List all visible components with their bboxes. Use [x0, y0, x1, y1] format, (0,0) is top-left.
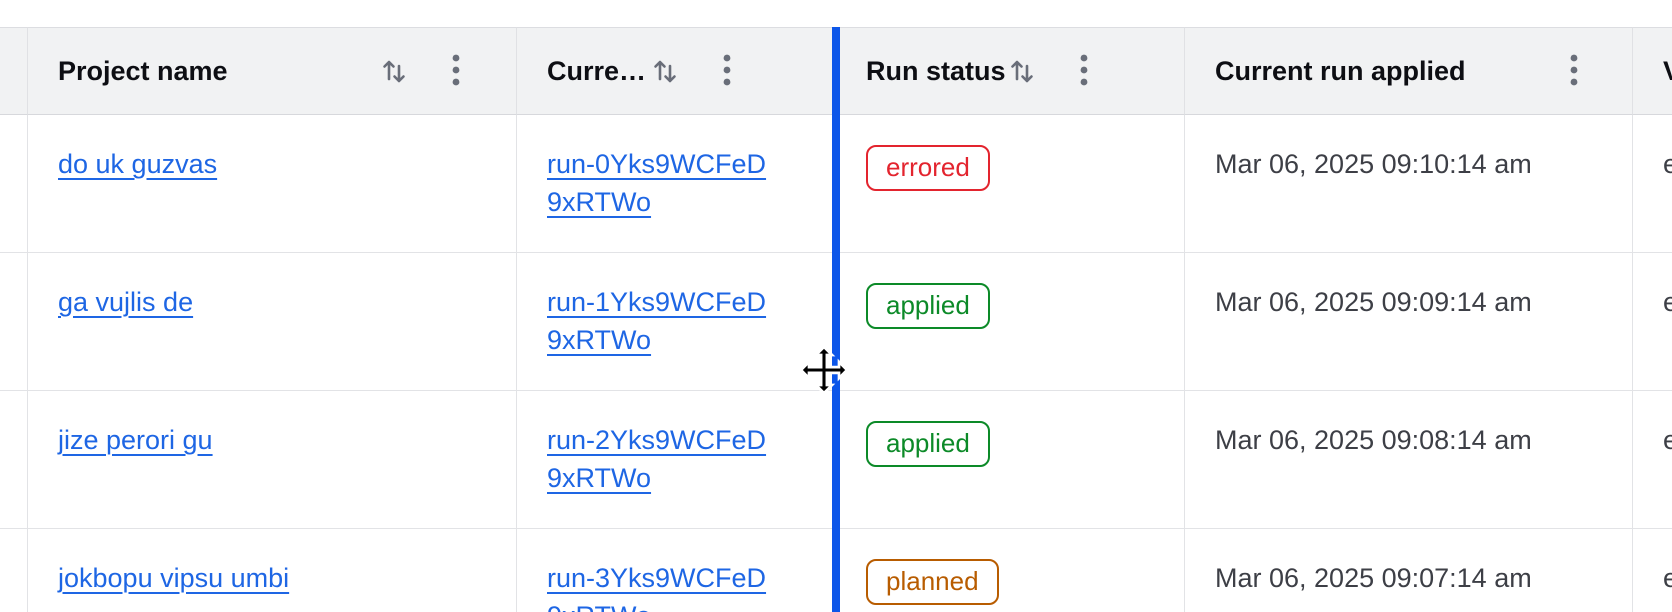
project-link[interactable]: jokbopu vipsu umbi — [58, 563, 290, 593]
current-run-applied-cell: Mar 06, 2025 09:07:14 am — [1185, 529, 1633, 612]
run-status-cell: applied — [836, 253, 1185, 391]
run-status-badge: errored — [866, 145, 990, 191]
column-label: Current run — [547, 55, 649, 86]
table-row: ga vujlis de run-1Yks9WCFeD9xRTWo applie… — [0, 253, 1672, 391]
current-run-cell: run-3Yks9WCFeD9xRTWo — [517, 529, 836, 612]
next-column-partial-text: e — [1663, 563, 1672, 593]
stub-cell — [0, 253, 28, 391]
sort-button[interactable] — [378, 54, 410, 89]
run-status-badge: applied — [866, 421, 990, 467]
applied-timestamp: Mar 06, 2025 09:07:14 am — [1215, 563, 1532, 593]
run-status-badge: applied — [866, 283, 990, 329]
current-run-applied-cell: Mar 06, 2025 09:10:14 am — [1185, 115, 1633, 253]
sort-arrows-icon — [649, 54, 681, 89]
project-name-cell: ga vujlis de — [28, 253, 517, 391]
column-label: V — [1663, 56, 1672, 87]
next-column-cell: e — [1633, 391, 1672, 529]
next-column-cell: e — [1633, 529, 1672, 612]
project-name-cell: jokbopu vipsu umbi — [28, 529, 517, 612]
current-run-applied-cell: Mar 06, 2025 09:08:14 am — [1185, 391, 1633, 529]
stub-cell — [0, 115, 28, 253]
column-header-next-partial: V — [1633, 27, 1672, 115]
column-menu-button[interactable] — [1078, 52, 1090, 91]
current-run-cell: run-0Yks9WCFeD9xRTWo — [517, 115, 836, 253]
applied-timestamp: Mar 06, 2025 09:10:14 am — [1215, 149, 1532, 179]
header-row: Project name — [0, 27, 1672, 115]
next-column-cell: e — [1633, 253, 1672, 391]
sort-button[interactable] — [649, 54, 681, 89]
run-link[interactable]: run-0Yks9WCFeD9xRTWo — [547, 149, 767, 217]
column-header-stub — [0, 27, 28, 115]
next-column-cell: e — [1633, 115, 1672, 253]
next-column-partial-text: e — [1663, 149, 1672, 179]
table-row: jokbopu vipsu umbi run-3Yks9WCFeD9xRTWo … — [0, 529, 1672, 612]
column-header-current-run: Current run — [517, 27, 836, 115]
project-link[interactable]: do uk guzvas — [58, 149, 218, 179]
project-name-cell: jize perori gu — [28, 391, 517, 529]
column-menu-button[interactable] — [450, 52, 462, 91]
next-column-partial-text: e — [1663, 425, 1672, 455]
run-link[interactable]: run-3Yks9WCFeD9xRTWo — [547, 563, 767, 612]
next-column-partial-text: e — [1663, 287, 1672, 317]
current-run-cell: run-2Yks9WCFeD9xRTWo — [517, 391, 836, 529]
current-run-cell: run-1Yks9WCFeD9xRTWo — [517, 253, 836, 391]
current-run-applied-cell: Mar 06, 2025 09:09:14 am — [1185, 253, 1633, 391]
run-status-cell: errored — [836, 115, 1185, 253]
sort-arrows-icon — [1006, 54, 1038, 89]
project-link[interactable]: jize perori gu — [58, 425, 213, 455]
column-label: Run status — [866, 55, 1006, 86]
kebab-menu-icon — [1078, 52, 1090, 91]
stub-cell — [0, 529, 28, 612]
sort-button[interactable] — [1006, 54, 1038, 89]
kebab-menu-icon — [721, 52, 733, 91]
run-link[interactable]: run-2Yks9WCFeD9xRTWo — [547, 425, 767, 493]
run-status-cell: planned — [836, 529, 1185, 612]
column-label: Current run applied — [1215, 55, 1466, 86]
projects-runs-table: Project name — [0, 27, 1672, 612]
stub-cell — [0, 391, 28, 529]
applied-timestamp: Mar 06, 2025 09:08:14 am — [1215, 425, 1532, 455]
column-label: Project name — [58, 55, 228, 86]
column-header-project-name: Project name — [28, 27, 517, 115]
column-header-run-status: Run status — [836, 27, 1185, 115]
table-row: do uk guzvas run-0Yks9WCFeD9xRTWo errore… — [0, 115, 1672, 253]
table-row: jize perori gu run-2Yks9WCFeD9xRTWo appl… — [0, 391, 1672, 529]
run-status-badge: planned — [866, 559, 999, 605]
column-menu-button[interactable] — [721, 52, 733, 91]
column-header-current-run-applied: Current run applied — [1185, 27, 1633, 115]
sort-arrows-icon — [378, 54, 410, 89]
run-status-cell: applied — [836, 391, 1185, 529]
project-name-cell: do uk guzvas — [28, 115, 517, 253]
applied-timestamp: Mar 06, 2025 09:09:14 am — [1215, 287, 1532, 317]
run-link[interactable]: run-1Yks9WCFeD9xRTWo — [547, 287, 767, 355]
column-resize-indicator[interactable] — [832, 27, 840, 612]
project-link[interactable]: ga vujlis de — [58, 287, 194, 317]
column-menu-button[interactable] — [1568, 52, 1580, 91]
kebab-menu-icon — [1568, 52, 1580, 91]
kebab-menu-icon — [450, 52, 462, 91]
